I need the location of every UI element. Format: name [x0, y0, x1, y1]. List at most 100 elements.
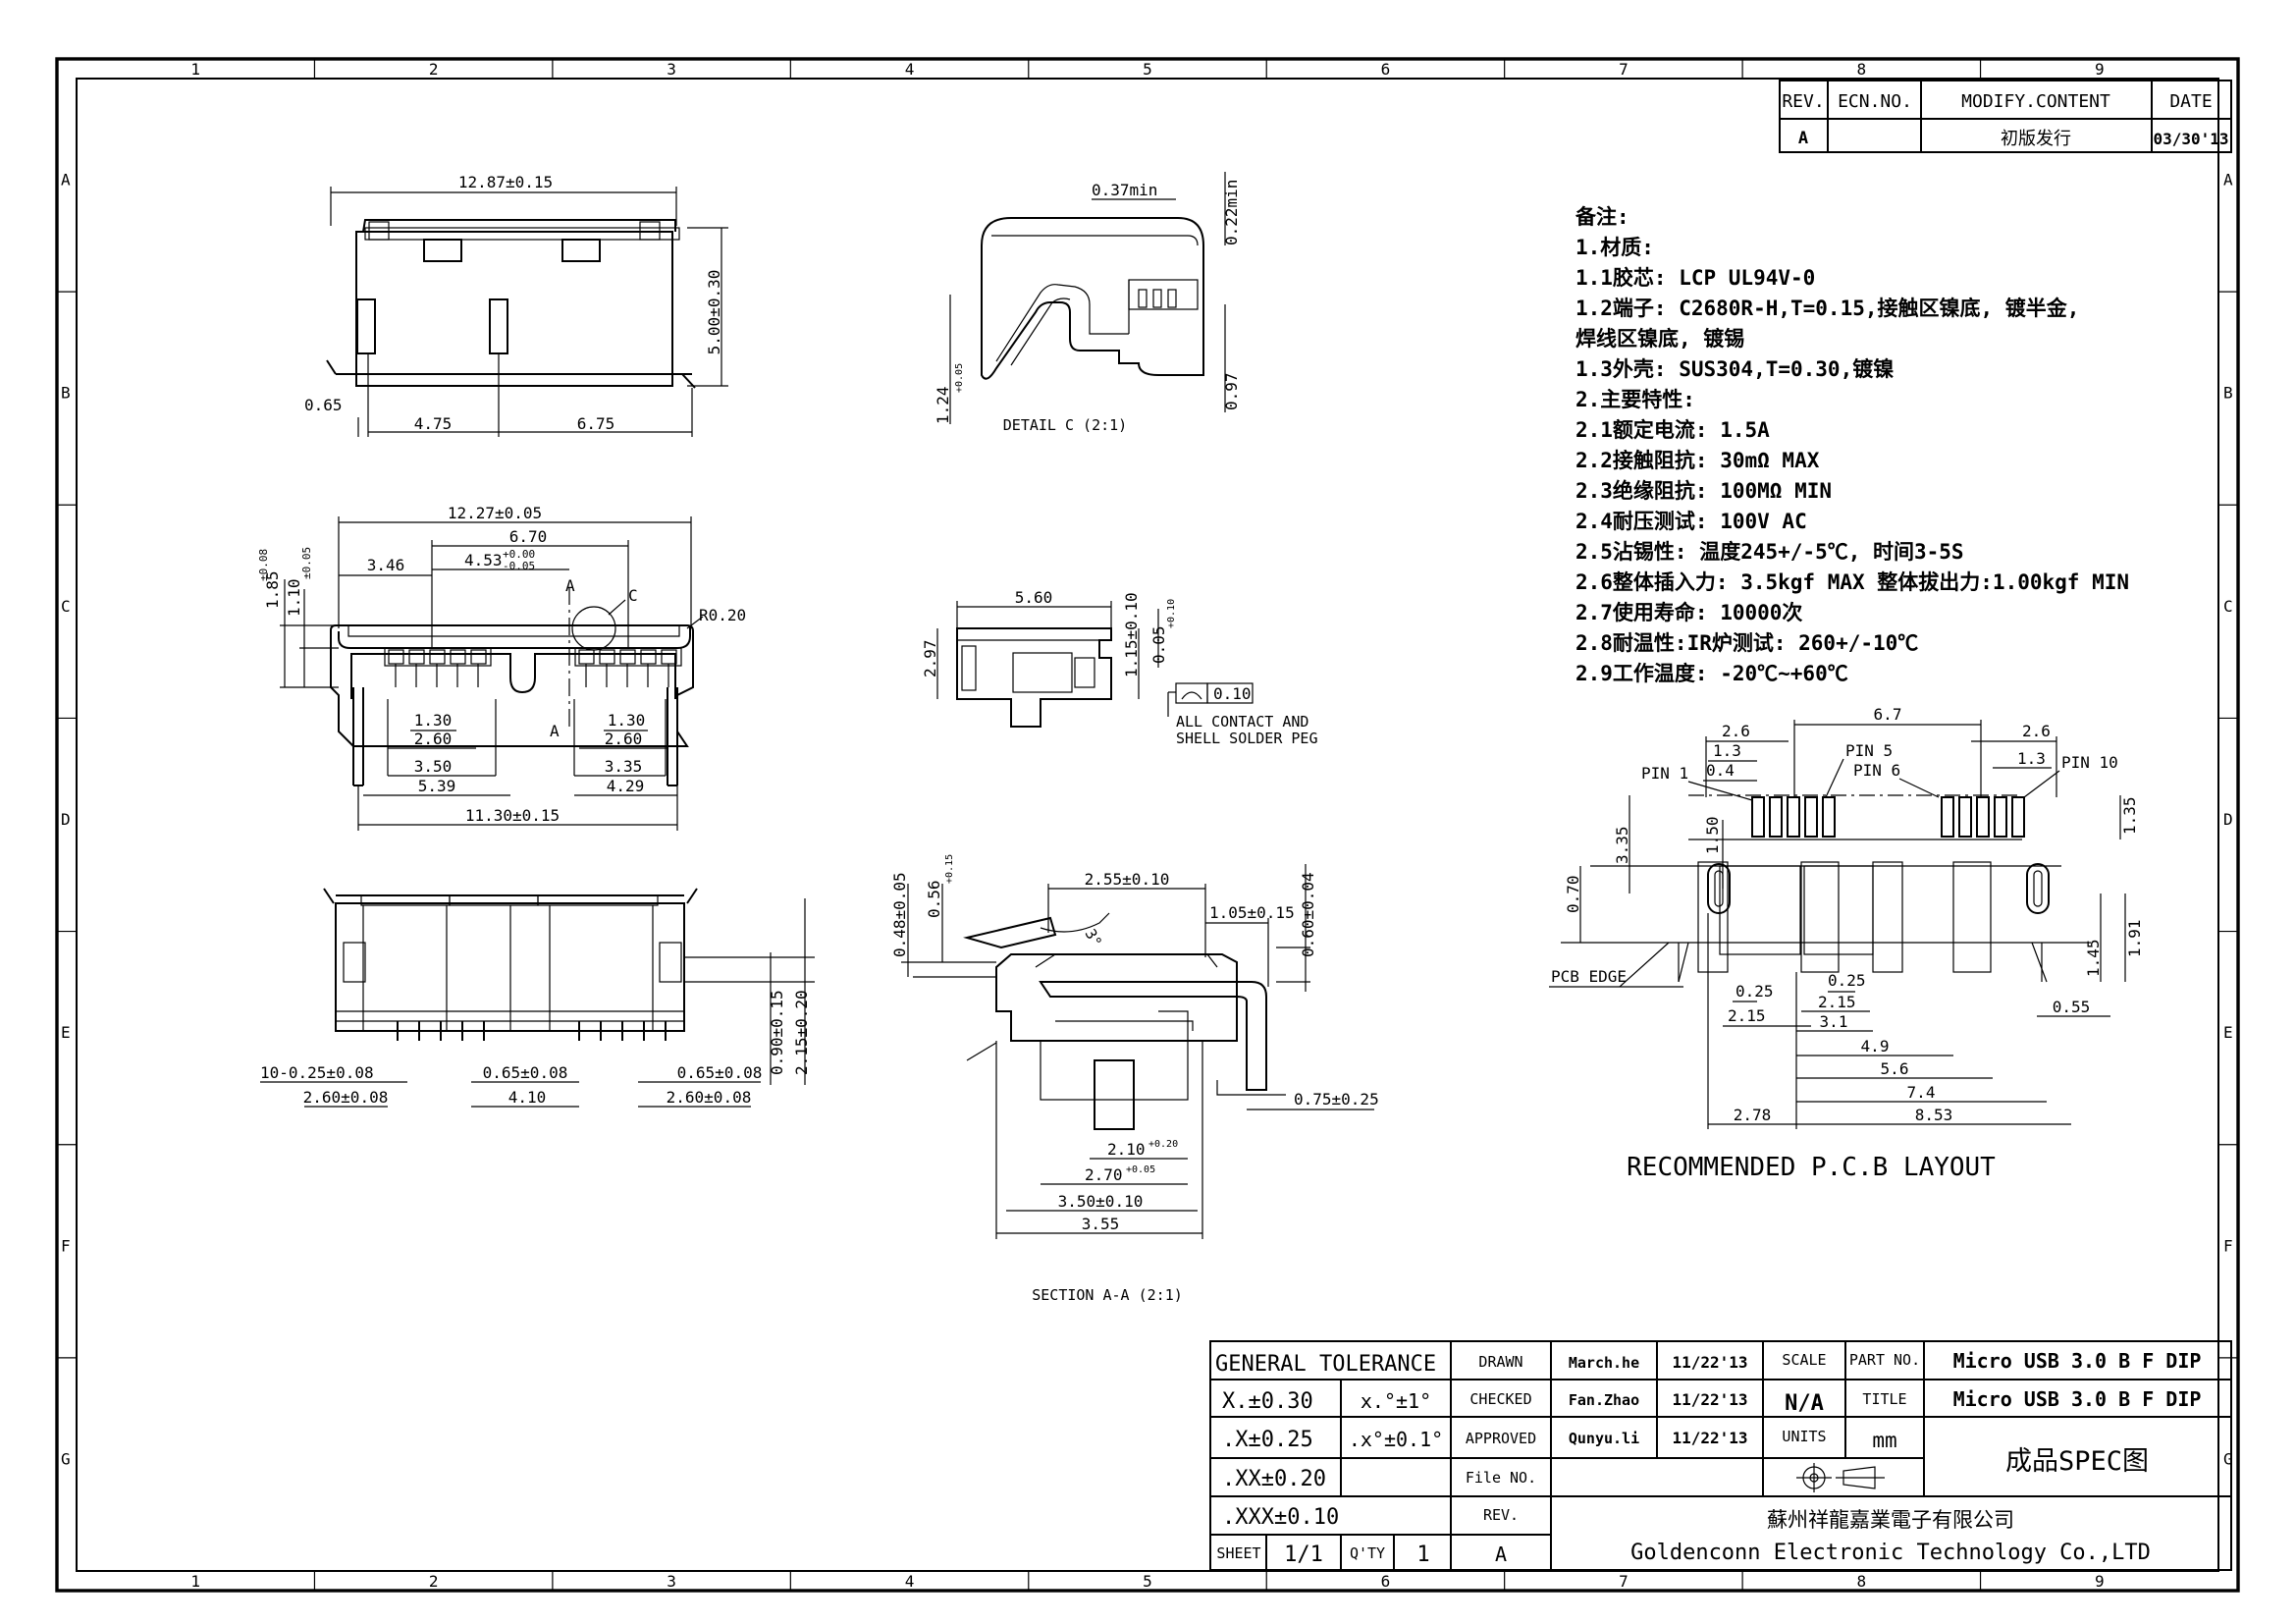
spec-note-line: 2.4耐压测试: 100V AC — [1575, 510, 1807, 533]
dim-front-130-right: 1.30 — [608, 711, 646, 730]
pcb-layout-caption: RECOMMENDED P.C.B LAYOUT — [1627, 1153, 1996, 1182]
tb-drawn-label: DRAWN — [1478, 1353, 1522, 1371]
dim-front-260-right: 2.60 — [605, 730, 643, 748]
pcb-pad — [1751, 796, 1765, 838]
tb-general-tolerance: GENERAL TOLERANCE — [1215, 1352, 1436, 1377]
tb-tol-x: X.±0.30 — [1222, 1389, 1313, 1414]
tb-title-label: TITLE — [1862, 1390, 1906, 1408]
dim-front-453-tol-dn: -0.05 — [503, 560, 535, 572]
dim-bottom-090: 0.90±0.15 — [768, 990, 786, 1075]
tb-company-cn: 蘇州祥龍嘉業電子有限公司 — [1767, 1508, 2014, 1532]
dim-section-355: 3.55 — [1082, 1215, 1120, 1233]
dim-top-675: 6.75 — [577, 414, 615, 433]
zone-col-top: 2 — [429, 60, 439, 79]
dim-front-346: 3.46 — [367, 556, 405, 574]
zone-col-bottom: 8 — [1857, 1572, 1867, 1591]
dim-section-270: 2.70 — [1085, 1165, 1123, 1184]
tb-sheet-value: 1/1 — [1284, 1543, 1323, 1567]
zone-row-left: A — [61, 171, 71, 189]
pcb-dim-13-left: 1.3 — [1713, 741, 1741, 760]
dim-front-335: 3.35 — [605, 757, 643, 776]
zone-col-top: 4 — [905, 60, 915, 79]
zone-col-bottom: 9 — [2095, 1572, 2105, 1591]
dim-side-115: 1.15±0.10 — [1122, 592, 1141, 677]
pcb-dim-04: 0.4 — [1706, 761, 1735, 780]
dim-section-210: 2.10 — [1107, 1140, 1146, 1159]
pcb-dim-055: 0.55 — [2053, 998, 2091, 1016]
pcb-dim-31: 3.1 — [1820, 1012, 1848, 1031]
zone-row-right: E — [2223, 1023, 2233, 1042]
section-a-a-view: 2.55±0.10 1.05±0.15 0.48±0.05 0.56 +0.15… — [890, 854, 1379, 1304]
title-block: GENERAL TOLERANCE X.±0.30 .X±0.25 .XX±0.… — [1209, 1340, 2232, 1571]
spec-note-line: 2.主要特性: — [1575, 388, 1695, 411]
tb-checked-name: Fan.Zhao — [1569, 1391, 1639, 1409]
zone-row-right: D — [2223, 810, 2233, 829]
tb-drawn-date: 11/22'13 — [1672, 1353, 1747, 1372]
contact-pin — [388, 649, 404, 665]
zone-col-bottom: 3 — [667, 1572, 676, 1591]
dim-detail-022: 0.22min — [1222, 180, 1241, 245]
zone-row-left: B — [61, 384, 71, 403]
spec-note-line: 2.6整体插入力: 3.5kgf MAX 整体拔出力:1.00kgf MIN — [1575, 570, 2129, 594]
contact-pin — [429, 649, 446, 665]
pcb-dim-150: 1.50 — [1703, 816, 1722, 854]
tb-scale-label: SCALE — [1782, 1351, 1826, 1369]
dim-section-105: 1.05±0.15 — [1209, 903, 1295, 922]
spec-note-line: 2.1额定电流: 1.5A — [1575, 418, 1770, 442]
pcb-pad — [1958, 796, 1972, 838]
dim-front-453: 4.53 — [464, 551, 503, 569]
spec-note-line: 2.3绝缘阻抗: 100MΩ MIN — [1575, 479, 1832, 503]
spec-note-line: 1.3外壳: SUS304,T=0.30,镀镍 — [1575, 357, 1894, 381]
zone-col-bottom: 7 — [1619, 1572, 1629, 1591]
dim-bottom-215: 2.15±0.20 — [792, 990, 811, 1075]
detail-mark-c: C — [628, 586, 638, 605]
dim-bottom-260-right: 2.60±0.08 — [667, 1088, 752, 1107]
bottom-view: 10-0.25±0.08 2.60±0.08 0.65±0.08 0.65±0.… — [260, 888, 815, 1108]
dim-section-075: 0.75±0.25 — [1294, 1090, 1379, 1109]
zone-col-bottom: 5 — [1143, 1572, 1152, 1591]
dim-side-297: 2.97 — [921, 639, 939, 677]
tb-sheet-label: SHEET — [1216, 1544, 1260, 1562]
dim-section-270-tol: +0.05 — [1126, 1164, 1155, 1175]
tb-tol-xxx: .XX±0.20 — [1222, 1467, 1326, 1491]
spec-note-line: 1.2端子: C2680R-H,T=0.15,接触区镍底, 镀半金, — [1575, 297, 2079, 320]
pcb-pad — [1976, 796, 1990, 838]
pcb-pad — [1822, 796, 1836, 838]
dim-bottom-410: 4.10 — [508, 1088, 547, 1107]
tb-qty-value: 1 — [1416, 1543, 1429, 1567]
tb-tol-xx: .X±0.25 — [1222, 1428, 1313, 1452]
tb-tol-xxxx: .XXX±0.10 — [1222, 1505, 1339, 1530]
revision-table: REV. ECN.NO. MODIFY.CONTENT DATE A 初版发行 … — [1779, 80, 2232, 153]
tb-file-no-label: File NO. — [1466, 1469, 1536, 1487]
pcb-label-pin1: PIN 1 — [1641, 764, 1688, 783]
spec-note-line: 备注: — [1575, 205, 1629, 229]
pcb-label-pin6: PIN 6 — [1853, 761, 1900, 780]
tb-qty-label: Q'TY — [1350, 1544, 1385, 1562]
dim-section-048: 0.48±0.05 — [890, 872, 909, 957]
tb-part-no-label: PART NO. — [1849, 1351, 1920, 1369]
spec-note-line: 2.2接触阻抗: 30mΩ MAX — [1575, 449, 1820, 472]
tb-doc-title: 成品SPEC图 — [2005, 1446, 2149, 1477]
dim-top-065: 0.65 — [304, 396, 343, 414]
dim-side-560: 5.60 — [1015, 588, 1053, 607]
pcb-dim-67: 6.7 — [1874, 705, 1902, 724]
dim-detail-124: 1.24 — [934, 386, 952, 424]
pcb-dim-215-right: 2.15 — [1818, 993, 1856, 1011]
dim-section-056: 0.56 — [925, 880, 943, 918]
dim-front-539: 5.39 — [418, 777, 456, 795]
dim-bottom-065-mid: 0.65±0.08 — [483, 1063, 568, 1082]
dim-section-350: 3.50±0.10 — [1058, 1192, 1144, 1211]
rev-value-modify: 初版发行 — [2001, 129, 2071, 149]
pcb-pad — [1787, 796, 1800, 838]
tb-units-value: mm — [1872, 1429, 1896, 1452]
dim-section-angle: 3° — [1082, 926, 1106, 950]
rev-value-rev: A — [1798, 129, 1808, 148]
pcb-pad — [1994, 796, 2007, 838]
contact-pin — [578, 649, 595, 665]
zone-row-right: F — [2223, 1236, 2233, 1255]
zone-row-right: C — [2223, 597, 2233, 616]
pcb-dim-26-right: 2.6 — [2022, 722, 2051, 740]
tb-tol-angle-1: x.°±1° — [1361, 1389, 1431, 1413]
dim-bottom-260-left: 2.60±0.08 — [303, 1088, 389, 1107]
